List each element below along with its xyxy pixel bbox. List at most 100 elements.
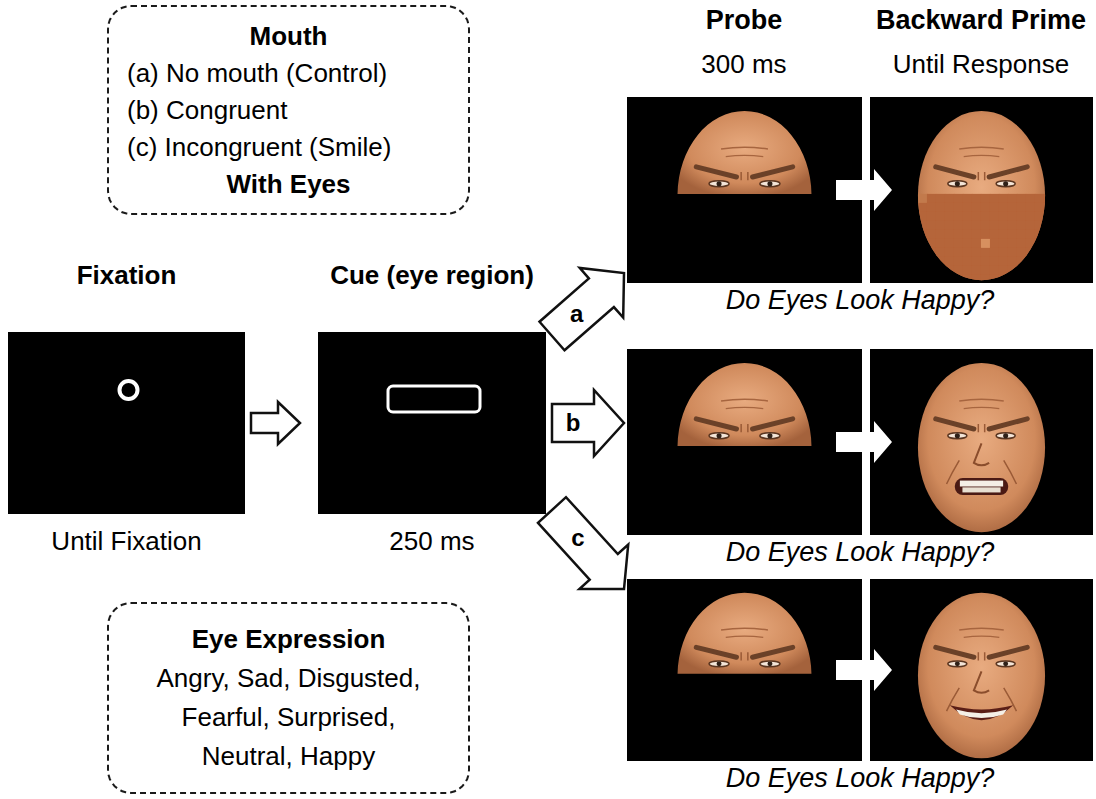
task-question: Do Eyes Look Happy? xyxy=(627,763,1093,793)
eyebrow xyxy=(936,647,974,657)
iris xyxy=(1003,661,1008,666)
iris xyxy=(767,181,772,186)
eyebrow xyxy=(753,647,793,657)
probe-panel xyxy=(627,349,862,535)
eye-region-probe xyxy=(678,363,812,446)
backward-prime-panel xyxy=(870,349,1093,535)
forehead-wrinkle xyxy=(959,147,1003,149)
frown-line xyxy=(741,652,748,660)
forehead-wrinkle xyxy=(964,155,1000,156)
face-photo xyxy=(627,97,862,283)
nose xyxy=(974,443,989,465)
eyebrow xyxy=(753,167,793,177)
screen-heading: Cue (eye region) xyxy=(318,258,546,292)
frown-line xyxy=(741,172,748,180)
eyebrow xyxy=(989,419,1027,429)
smiling-mouth xyxy=(950,705,1014,720)
eye-white xyxy=(709,661,729,667)
nose xyxy=(974,671,989,693)
forehead-wrinkle xyxy=(721,147,768,149)
face-oval xyxy=(918,111,1045,280)
column-heading: Backward Prime xyxy=(821,4,1096,36)
fixation-ring xyxy=(120,381,138,399)
frown-line xyxy=(978,172,984,180)
teeth xyxy=(962,487,1000,492)
box-text: Angry, Sad, Disgusted, Fearful, Surprise… xyxy=(109,659,468,776)
frown-line xyxy=(978,424,984,432)
flow-arrow xyxy=(251,402,300,444)
screen-icon xyxy=(8,332,245,514)
teeth xyxy=(960,481,1003,487)
scrambled-mouth-mask xyxy=(918,194,1054,283)
eye-white xyxy=(948,181,967,187)
fixation-screen: FixationUntil Fixation xyxy=(8,258,245,556)
face-photo xyxy=(627,349,862,535)
eye-white xyxy=(948,433,967,439)
duration-text: 300 ms xyxy=(584,48,904,80)
black-screen xyxy=(318,332,546,514)
iris xyxy=(955,661,960,666)
eye-white xyxy=(760,433,780,439)
eyebrow xyxy=(936,167,974,177)
probe-panel xyxy=(627,97,862,283)
flow-arrow xyxy=(538,497,628,589)
duration-text: Until Response xyxy=(821,48,1096,80)
forehead-wrinkle xyxy=(964,636,1000,637)
box-text: (b) Congruent xyxy=(109,92,468,129)
face-photo xyxy=(870,349,1093,535)
iris xyxy=(767,433,772,438)
eye-white xyxy=(996,661,1015,667)
eyebrow xyxy=(989,167,1027,177)
teeth xyxy=(956,709,1007,718)
iris xyxy=(1003,181,1008,186)
flow-arrow xyxy=(540,268,625,350)
screen-heading: Fixation xyxy=(8,258,245,292)
forehead-wrinkle xyxy=(721,628,768,630)
iris xyxy=(955,181,960,186)
duration-text: 250 ms xyxy=(318,526,546,556)
screen-icon xyxy=(318,332,546,514)
eyebrow xyxy=(696,647,736,657)
box-heading: With Eyes xyxy=(109,166,468,203)
box-text: (a) No mouth (Control) xyxy=(109,55,468,92)
eye-region-cue xyxy=(388,386,480,412)
face-oval xyxy=(918,363,1045,532)
forehead-wrinkle xyxy=(964,407,1000,408)
condition-box: Eye ExpressionAngry, Sad, Disgusted, Fea… xyxy=(107,602,470,794)
eyebrow xyxy=(936,419,974,429)
box-heading: Eye Expression xyxy=(109,620,468,659)
iris xyxy=(1003,433,1008,438)
backward-prime-panel xyxy=(870,579,1093,761)
forehead-wrinkle xyxy=(959,399,1003,401)
face-photo xyxy=(870,579,1093,761)
forehead-wrinkle xyxy=(721,399,768,401)
backward-prime-panel xyxy=(870,97,1093,283)
eye-white xyxy=(709,433,729,439)
condition-box: Mouth(a) No mouth (Control)(b) Congruent… xyxy=(107,5,470,215)
forehead-wrinkle xyxy=(726,407,764,408)
frown-line xyxy=(978,652,984,660)
trial-row: Do Eyes Look Happy? xyxy=(627,97,1093,315)
eye-white xyxy=(996,433,1015,439)
face-photo xyxy=(627,579,862,761)
flow-arrow xyxy=(552,390,624,456)
eyebrow xyxy=(696,167,736,177)
task-question: Do Eyes Look Happy? xyxy=(627,285,1093,315)
eye-white xyxy=(948,661,967,667)
iris xyxy=(717,433,722,438)
black-screen xyxy=(8,332,245,514)
column-heading: Probe xyxy=(584,4,904,36)
trial-row: Do Eyes Look Happy? xyxy=(627,579,1093,793)
forehead-wrinkle xyxy=(726,636,764,637)
iris xyxy=(767,661,772,666)
duration-text: Until Fixation xyxy=(8,526,245,556)
eye-white xyxy=(996,181,1015,187)
eyebrow xyxy=(989,647,1027,657)
probe-panel xyxy=(627,579,862,761)
eye-white xyxy=(760,661,780,667)
eyebrow xyxy=(696,419,736,429)
eyebrow xyxy=(753,419,793,429)
cue-screen: Cue (eye region) 250 ms xyxy=(318,258,546,556)
condition-letter: b xyxy=(563,410,584,436)
